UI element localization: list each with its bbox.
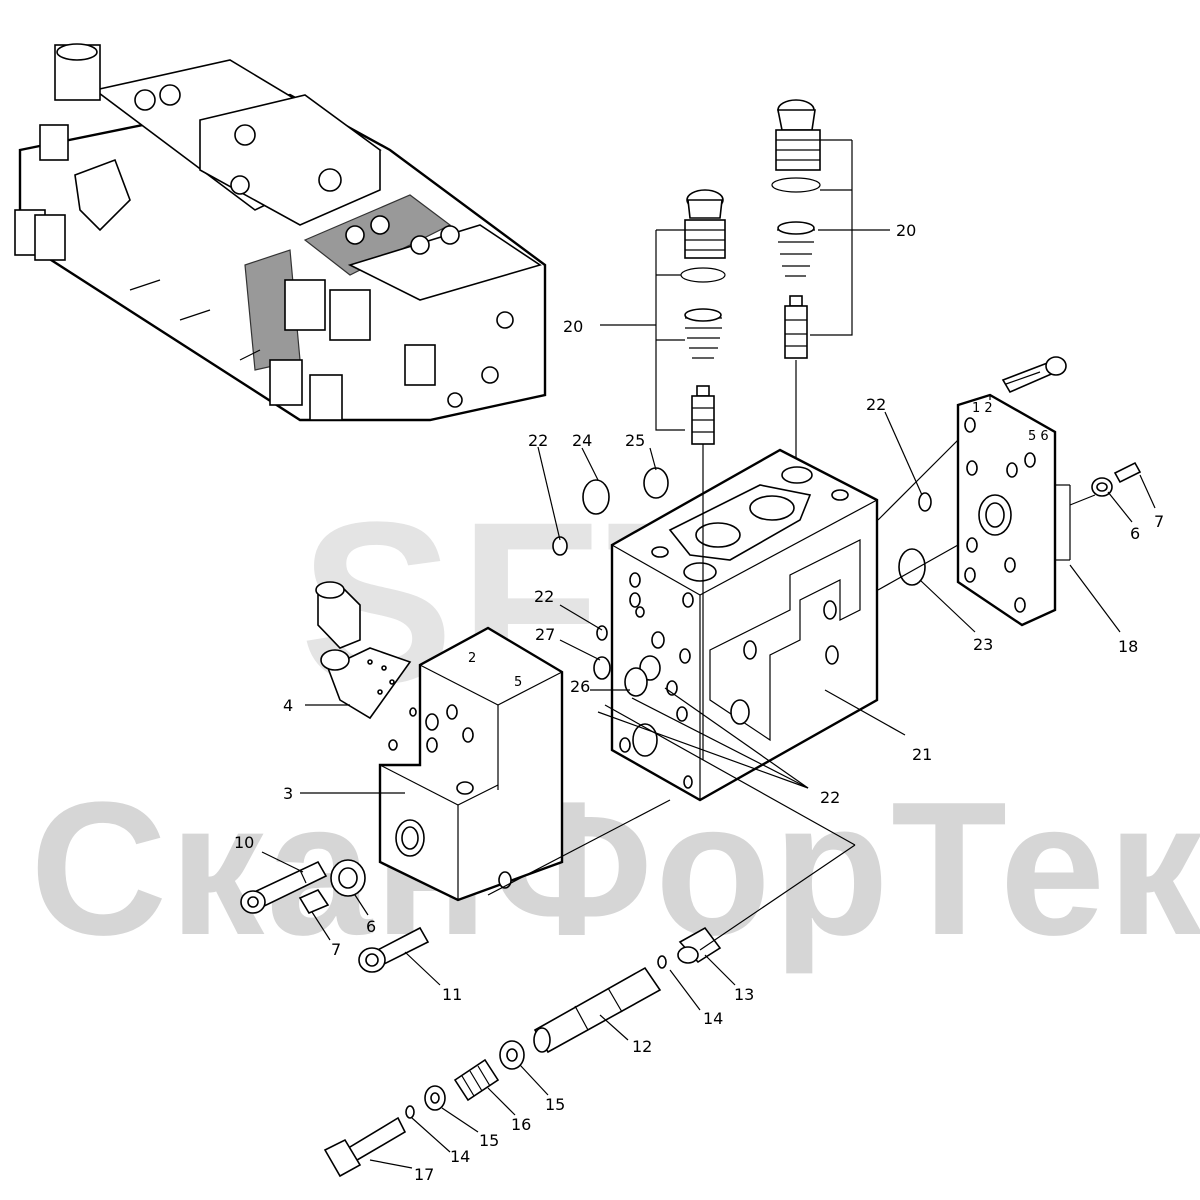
callout-16: 16	[511, 1115, 531, 1134]
end-cover-block-3: 2 5	[378, 626, 564, 902]
callout-10: 10	[234, 833, 254, 852]
callout-22-c: 22	[534, 587, 554, 606]
solenoid-connector-4	[315, 581, 417, 720]
callout-22-b: 22	[866, 395, 886, 414]
end-plate-18: 1 2 5 6	[956, 393, 1071, 627]
callout-4: 4	[283, 696, 293, 715]
callout-7-left: 7	[331, 940, 341, 959]
valve-body-21	[610, 448, 879, 802]
watermark-company: СканФорТек	[30, 763, 1200, 975]
callout-24: 24	[572, 431, 592, 450]
o-rings	[552, 461, 1142, 697]
valve-assembly-overview	[14, 43, 547, 422]
callout-17: 17	[414, 1165, 434, 1184]
callout-14-top: 14	[703, 1009, 723, 1028]
callout-12: 12	[632, 1037, 652, 1056]
callout-13: 13	[734, 985, 754, 1004]
callout-27: 27	[535, 625, 555, 644]
callout-22-d: 22	[820, 788, 840, 807]
callout-20-left: 20	[563, 317, 583, 336]
relief-valve-20-left	[680, 189, 726, 445]
plate18-mark-12: 1 2	[972, 401, 993, 416]
callout-18: 18	[1118, 637, 1138, 656]
callout-6-left: 6	[366, 917, 376, 936]
callout-7-right: 7	[1154, 512, 1164, 531]
plate-bolt	[1001, 356, 1067, 394]
plate18-mark-56: 5 6	[1028, 429, 1049, 444]
callout-26: 26	[570, 677, 590, 696]
callout-6-right: 6	[1130, 524, 1140, 543]
bolts-left	[240, 859, 430, 973]
callout-20-right: 20	[896, 221, 916, 240]
leader-lines	[261, 139, 1156, 1169]
callout-15-top: 15	[545, 1095, 565, 1114]
callout-22-a: 22	[528, 431, 548, 450]
callout-15-bottom: 15	[479, 1131, 499, 1150]
relief-valve-20-right	[771, 99, 821, 458]
callout-14-bottom: 14	[450, 1147, 470, 1166]
callout-labels: 20 20 22 24 25 22 22 27 26 22 21 23 18 6…	[234, 221, 1164, 1184]
spool-assembly	[323, 926, 722, 1178]
callout-3: 3	[283, 784, 293, 803]
callout-23: 23	[973, 635, 993, 654]
callout-21: 21	[912, 745, 932, 764]
block3-mark-5: 5	[514, 675, 522, 690]
projection-lines	[487, 439, 1096, 951]
callout-11: 11	[442, 985, 462, 1004]
block3-mark-2: 2	[468, 651, 476, 666]
callout-25: 25	[625, 431, 645, 450]
